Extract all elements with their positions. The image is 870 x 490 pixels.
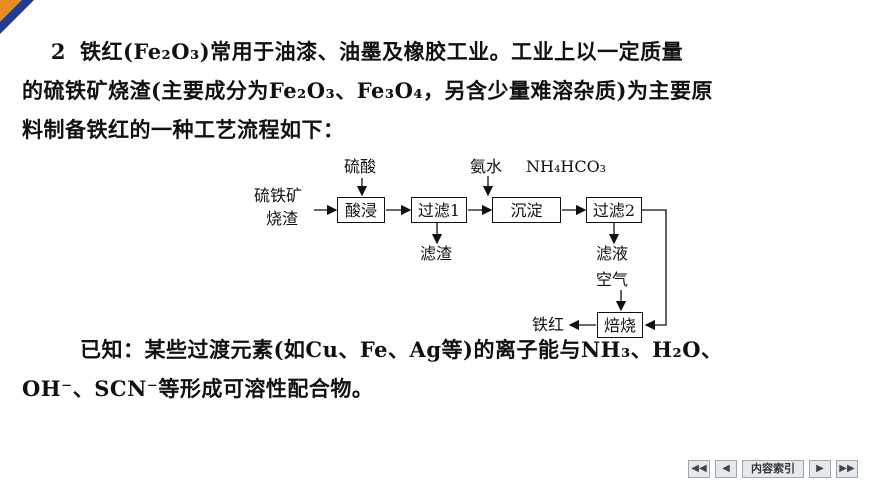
sulfuric-acid-label: 硫酸 (344, 157, 377, 176)
acid-leach-box: 酸浸 (337, 197, 385, 223)
known-line-1-text: 已知：某些过渡元素(如Cu、Fe、Ag等)的离子能与NH₃、H₂O、 (80, 337, 723, 362)
filtrate-label: 滤液 (596, 244, 629, 263)
known-line-1: 已知：某些过渡元素(如Cu、Fe、Ag等)的离子能与NH₃、H₂O、 (22, 330, 852, 369)
residue-label: 滤渣 (420, 244, 453, 263)
filter2-box: 过滤2 (586, 197, 642, 223)
raw-material-label-2: 烧渣 (266, 209, 299, 228)
known-line-2: OH⁻、SCN⁻等形成可溶性配合物。 (22, 376, 374, 401)
roast-box: 焙烧 (597, 312, 643, 338)
question-line-3: 料制备铁红的一种工艺流程如下： (22, 117, 345, 142)
product-label: 铁红 (532, 315, 565, 334)
known-text: 已知：某些过渡元素(如Cu、Fe、Ag等)的离子能与NH₃、H₂O、 OH⁻、S… (22, 330, 852, 408)
filter1-box: 过滤1 (411, 197, 467, 223)
next-slide-button[interactable]: ▶ (809, 460, 831, 478)
content-index-button[interactable]: 内容索引 (742, 460, 804, 478)
last-slide-button[interactable]: ▶▶ (836, 460, 858, 478)
precipitate-box: 沉淀 (492, 197, 561, 223)
raw-material-label-1: 硫铁矿 (254, 186, 303, 205)
prev-slide-button[interactable]: ◀ (715, 460, 737, 478)
question-number: 2 (50, 39, 66, 64)
question-text: 2 铁红(Fe₂O₃)常用于油漆、油墨及橡胶工业。工业上以一定质量 的硫铁矿烧渣(… (22, 32, 852, 149)
slide-navigation: ◀◀ ◀ 内容索引 ▶ ▶▶ (688, 460, 858, 478)
process-flow-diagram: 硫铁矿 烧渣 硫酸 酸浸 过滤1 滤渣 氨水 NH₄HCO₃ 沉淀 过滤2 滤液… (240, 150, 680, 338)
air-label: 空气 (596, 270, 629, 289)
question-line-2: 的硫铁矿烧渣(主要成分为Fe₂O₃、Fe₃O₄，另含少量难溶杂质)为主要原 (22, 78, 713, 103)
ammonia-label: 氨水 (470, 157, 503, 176)
flow-arrows (314, 176, 667, 331)
nh4hco3-label: NH₄HCO₃ (526, 157, 607, 176)
question-line-1: 2 铁红(Fe₂O₃)常用于油漆、油墨及橡胶工业。工业上以一定质量 (22, 32, 852, 71)
corner-accent (0, 0, 22, 22)
question-line-1-text: 铁红(Fe₂O₃)常用于油漆、油墨及橡胶工业。工业上以一定质量 (80, 39, 684, 64)
first-slide-button[interactable]: ◀◀ (688, 460, 710, 478)
